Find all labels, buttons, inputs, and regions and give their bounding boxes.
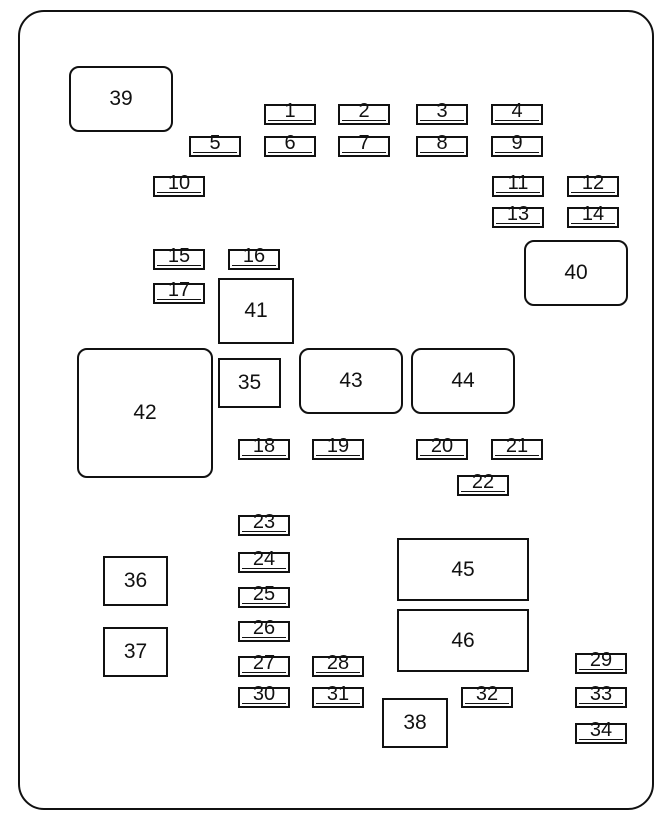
fuse-32-label: 32 <box>475 683 499 705</box>
fuse-19-label: 19 <box>326 435 350 457</box>
fuse-24: 24 <box>238 548 290 573</box>
fuse-10: 10 <box>153 172 205 197</box>
fuse-30-label: 30 <box>252 683 276 705</box>
fuse-25: 25 <box>238 583 290 608</box>
relay-35: 35 <box>218 358 281 408</box>
fuse-34-label: 34 <box>589 719 613 741</box>
relay-41-label: 41 <box>244 299 268 322</box>
fuse-16: 16 <box>228 245 280 270</box>
fuse-29-label: 29 <box>589 649 613 671</box>
fuse-1-label: 1 <box>284 100 296 122</box>
fuse-16-label: 16 <box>242 245 266 267</box>
fuse-8-label: 8 <box>436 132 448 154</box>
relay-40: 40 <box>524 240 628 306</box>
fuse-31: 31 <box>312 683 364 708</box>
relay-36-label: 36 <box>123 569 148 592</box>
relay-45: 45 <box>397 538 529 601</box>
fuse-13-label: 13 <box>506 203 530 225</box>
fuse-7: 7 <box>338 132 390 157</box>
fuse-11: 11 <box>492 172 544 197</box>
fuse-4-label: 4 <box>511 100 523 122</box>
fuse-26: 26 <box>238 617 290 642</box>
fuse-12-label: 12 <box>581 172 605 194</box>
relay-44-label: 44 <box>451 369 475 392</box>
relay-43-label: 43 <box>339 369 363 392</box>
fuse-27-label: 27 <box>252 652 276 674</box>
fuse-8: 8 <box>416 132 468 157</box>
fuse-22: 22 <box>457 471 509 496</box>
fuse-7-label: 7 <box>358 132 370 154</box>
relay-38-label: 38 <box>403 711 427 734</box>
fuse-23-label: 23 <box>252 511 276 533</box>
fuse-18: 18 <box>238 435 290 460</box>
fuse-28-label: 28 <box>326 652 350 674</box>
fuse-30: 30 <box>238 683 290 708</box>
fuse-17-label: 17 <box>167 279 191 301</box>
fuse-21-label: 21 <box>505 435 529 457</box>
relay-40-label: 40 <box>564 261 588 284</box>
fuse-3: 3 <box>416 100 468 125</box>
relay-37: 37 <box>103 627 168 677</box>
fuse-1: 1 <box>264 100 316 125</box>
fuse-34: 34 <box>575 719 627 744</box>
fuse-33: 33 <box>575 683 627 708</box>
relay-46-label: 46 <box>451 628 475 652</box>
fuse-5: 5 <box>189 132 241 157</box>
fuse-10-label: 10 <box>167 172 191 194</box>
relay-36: 36 <box>103 556 168 606</box>
fuse-31-label: 31 <box>326 683 350 705</box>
fuse-33-label: 33 <box>589 683 613 705</box>
fuse-24-label: 24 <box>252 548 276 570</box>
relay-39-label: 39 <box>109 87 133 110</box>
fuse-19: 19 <box>312 435 364 460</box>
fuse-5-label: 5 <box>209 132 221 154</box>
fuse-28: 28 <box>312 652 364 677</box>
fuse-2-label: 2 <box>358 100 370 122</box>
fuse-14-label: 14 <box>581 203 605 225</box>
relay-35-label: 35 <box>237 371 262 394</box>
fuse-2: 2 <box>338 100 390 125</box>
fuse-13: 13 <box>492 203 544 228</box>
relay-46: 46 <box>397 609 529 672</box>
fuse-17: 17 <box>153 279 205 304</box>
fuse-22-label: 22 <box>471 471 495 493</box>
fuse-15: 15 <box>153 245 205 270</box>
relay-39: 39 <box>69 66 173 132</box>
relay-42-label: 42 <box>133 401 157 424</box>
relay-42: 42 <box>77 348 213 478</box>
fuse-20-label: 20 <box>430 435 454 457</box>
fuse-20: 20 <box>416 435 468 460</box>
fuse-9: 9 <box>491 132 543 157</box>
fuse-12: 12 <box>567 172 619 197</box>
relay-45-label: 45 <box>451 557 475 581</box>
fuse-11-label: 11 <box>507 172 529 194</box>
fuse-15-label: 15 <box>167 245 191 267</box>
relay-43: 43 <box>299 348 403 414</box>
fuse-4: 4 <box>491 100 543 125</box>
fuse-25-label: 25 <box>252 583 276 605</box>
fuse-3-label: 3 <box>436 100 448 122</box>
relay-44: 44 <box>411 348 515 414</box>
fuse-32: 32 <box>461 683 513 708</box>
fuse-26-label: 26 <box>252 617 276 639</box>
fuse-9-label: 9 <box>511 132 523 154</box>
fuse-29: 29 <box>575 649 627 674</box>
fuse-6-label: 6 <box>284 132 296 154</box>
fuse-6: 6 <box>264 132 316 157</box>
fuse-14: 14 <box>567 203 619 228</box>
relay-38: 38 <box>382 698 448 748</box>
fuse-18-label: 18 <box>252 435 276 457</box>
fuse-27: 27 <box>238 652 290 677</box>
relay-37-label: 37 <box>123 640 148 663</box>
fuse-23: 23 <box>238 511 290 536</box>
fuse-21: 21 <box>491 435 543 460</box>
relay-41: 41 <box>218 278 294 344</box>
